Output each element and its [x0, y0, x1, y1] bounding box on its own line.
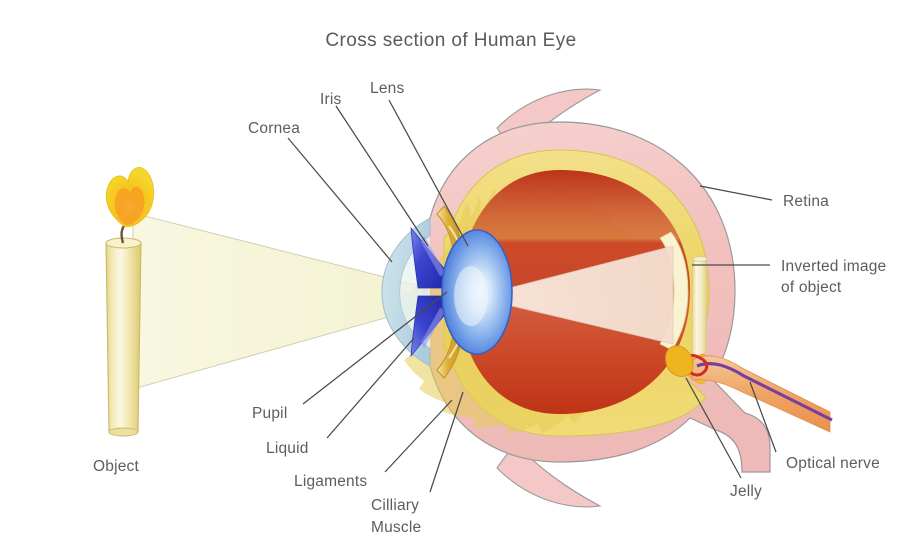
leader-pupil — [302, 291, 448, 405]
iris-upper-leaf — [410, 226, 448, 289]
label-jelly: Jelly — [730, 483, 762, 500]
leader-liquid — [326, 337, 415, 439]
inverted-candle-body — [691, 257, 708, 358]
label-cilliary-line2: Muscle — [371, 519, 421, 536]
candle-body — [105, 242, 142, 433]
candle-base — [108, 427, 139, 437]
leader-optical-nerve — [749, 381, 777, 453]
leader-lens — [388, 99, 469, 247]
label-pupil: Pupil — [252, 405, 287, 422]
label-cornea: Cornea — [248, 120, 300, 137]
optic-nerve-vein — [696, 362, 833, 422]
label-cilliary-line1: Cilliary — [371, 497, 419, 514]
candle-top — [105, 237, 142, 249]
leader-ligaments — [384, 399, 453, 473]
refracted-light-cone — [473, 245, 674, 345]
iris — [410, 226, 448, 358]
label-inverted-image-line1: Inverted image — [781, 258, 886, 275]
label-ligaments: Ligaments — [294, 473, 367, 490]
leader-cornea — [287, 137, 393, 263]
optic-disc — [665, 345, 694, 377]
candle-wick — [120, 225, 126, 244]
leader-jelly — [685, 377, 742, 479]
lens-highlight — [454, 266, 488, 326]
inverted-candle-top — [692, 256, 708, 262]
iris-lower-highlight — [421, 308, 446, 348]
label-liquid: Liquid — [266, 440, 309, 457]
optical-nerve — [665, 345, 833, 433]
optic-nerve-fibres — [691, 355, 831, 433]
label-inverted-image-line2: of object — [781, 279, 842, 296]
label-optical-nerve: Optical nerve — [786, 455, 880, 472]
label-object: Object — [93, 458, 139, 475]
lens — [441, 229, 513, 355]
iris-upper-highlight — [421, 236, 446, 276]
leader-retina — [699, 185, 773, 201]
label-retina: Retina — [783, 193, 829, 210]
label-lens: Lens — [370, 80, 404, 97]
page-title: Cross section of Human Eye — [325, 30, 576, 51]
leader-iris — [335, 105, 429, 247]
object-candle — [105, 167, 155, 437]
incident-light-beam — [132, 212, 425, 390]
candle-flame-core — [114, 186, 145, 226]
leader-cilliary — [429, 391, 464, 493]
label-iris: Iris — [320, 91, 342, 108]
leader-lines — [287, 99, 777, 493]
